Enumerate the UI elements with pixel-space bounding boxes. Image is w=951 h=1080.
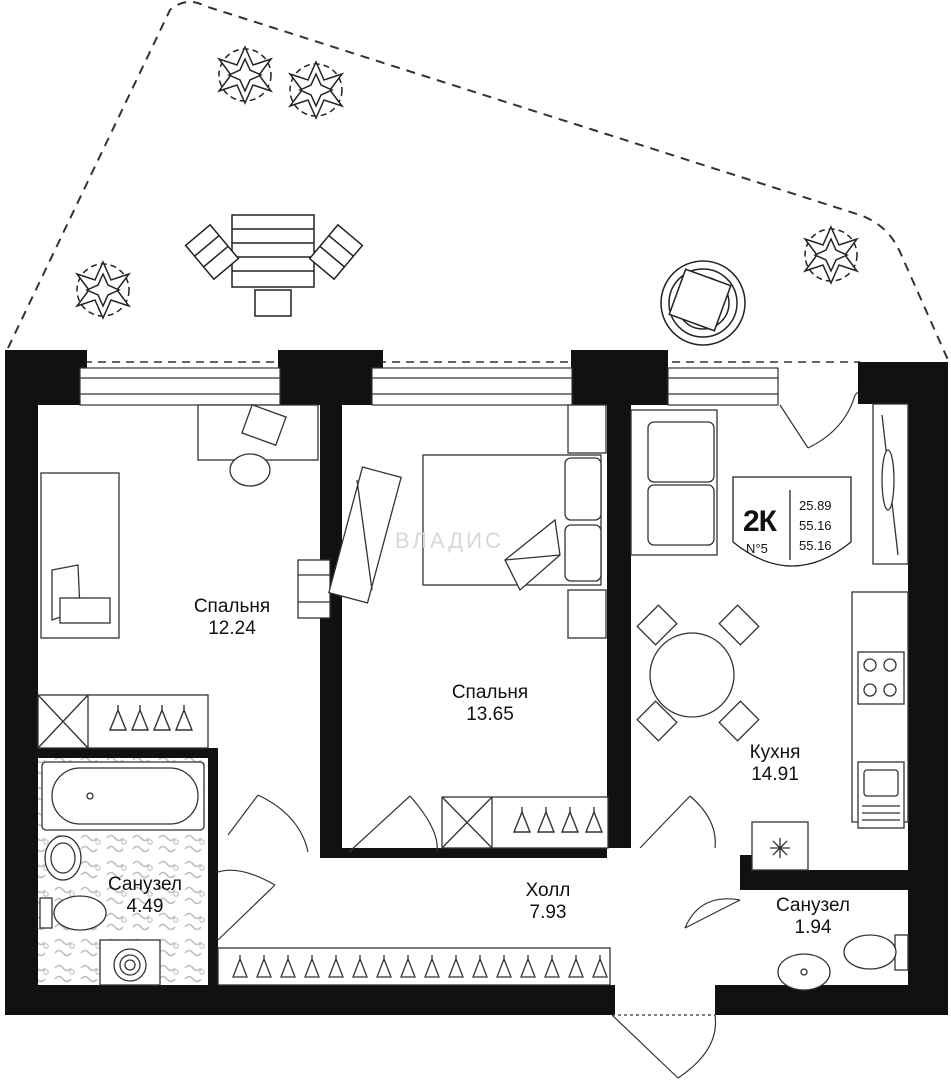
room-name: Санузел (775, 895, 850, 916)
watermark: ВЛАДИС (395, 528, 504, 553)
hanger-icons (232, 955, 608, 978)
apartment-area-value: 25.89 (799, 498, 832, 513)
bath1-fixtures (39, 761, 205, 986)
balcony-door-icon (779, 391, 859, 449)
apartment-area-value: 55.16 (799, 518, 832, 533)
bedroom1-furniture (37, 403, 331, 749)
hanger-icons (108, 705, 194, 731)
plant-icon (74, 45, 860, 320)
room-area: 7.93 (529, 901, 567, 923)
room-label-hall[interactable]: Холл 7.93 (498, 880, 598, 924)
room-label-bath2[interactable]: Санузел 1.94 (758, 895, 868, 939)
apartment-area-value: 55.16 (799, 538, 832, 553)
windows (79, 367, 779, 406)
room-label-bedroom2[interactable]: Спальня 13.65 (430, 682, 550, 726)
door-swings (217, 794, 741, 1079)
room-area: 1.94 (794, 916, 832, 938)
room-name: Спальня (193, 596, 271, 617)
hall-wardrobe (217, 947, 611, 986)
bedroom2-furniture (328, 404, 609, 849)
kitchen-furniture (630, 403, 909, 871)
room-area: 4.49 (126, 895, 164, 917)
room-label-kitchen[interactable]: Кухня 14.91 (725, 742, 825, 786)
room-name: Холл (525, 880, 571, 901)
apartment-badge (732, 476, 852, 567)
apartment-areas: 25.89 55.16 55.16 (799, 496, 832, 556)
room-name: Кухня (749, 742, 801, 763)
apartment-code: 2К (743, 505, 777, 538)
room-name: Спальня (451, 682, 529, 703)
room-area: 13.65 (466, 703, 514, 725)
room-name: Санузел (107, 874, 182, 895)
hanger-icons (512, 807, 604, 833)
apartment-number: N°5 (746, 541, 768, 556)
bath2-fixtures (777, 934, 909, 991)
room-label-bedroom1[interactable]: Спальня 12.24 (172, 596, 292, 640)
walls (5, 350, 948, 1015)
apartment-badge-info: 2К N°5 25.89 55.16 55.16 (733, 477, 851, 567)
terrace-outline (7, 0, 949, 361)
room-area: 12.24 (208, 617, 256, 639)
room-label-bath1[interactable]: Санузел 4.49 (90, 874, 200, 918)
round-chair-icon (660, 260, 746, 346)
room-area: 14.91 (751, 763, 799, 785)
terrace-table-icon (184, 214, 364, 317)
